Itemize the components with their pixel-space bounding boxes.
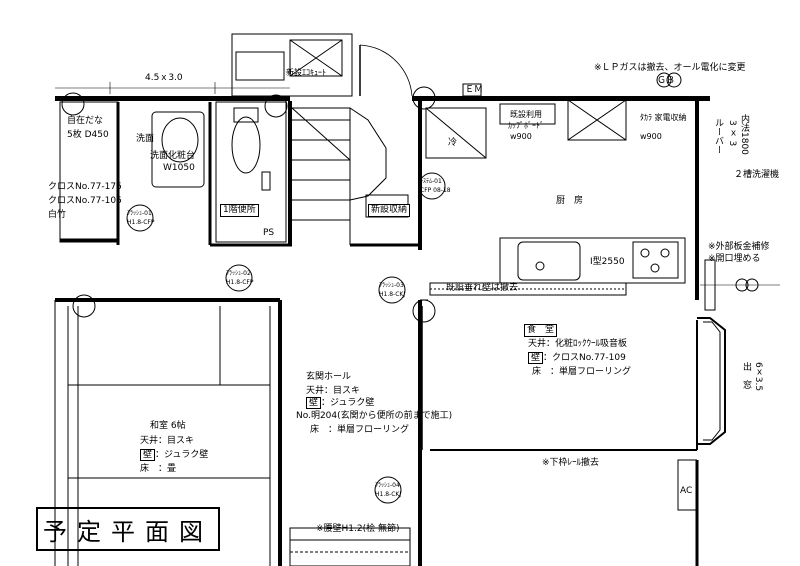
dining-wall-tag: 壁 bbox=[528, 352, 544, 364]
existing-cupboard-3: w900 bbox=[510, 132, 532, 141]
hall-floor: 床 ：単層フローリング bbox=[310, 425, 410, 435]
vanity-label: 洗面化粧台 bbox=[150, 151, 196, 161]
system-tag-01-a: ｼｽﾃﾑ-01 bbox=[420, 178, 442, 185]
ps-label: PS bbox=[263, 228, 275, 238]
vanity-width: W1050 bbox=[163, 163, 195, 173]
flush-tag-04-a: ﾌﾗｯｼｭ-04 bbox=[375, 482, 400, 489]
em-label: ＥＭ bbox=[465, 85, 484, 95]
opening-fill-note: ※開口埋める bbox=[708, 254, 761, 264]
waist-wall-note: ※腰壁H1.2(桧 無節) bbox=[316, 524, 400, 534]
hall-wall-row: 壁：ジュラク壁 bbox=[306, 397, 375, 409]
toilet-name: 1階便所 bbox=[220, 204, 259, 217]
system-tag-01-b: CFP 08-18 bbox=[420, 187, 451, 194]
bay-window-size: 6ｘ3.5 bbox=[753, 362, 763, 392]
gb-label: ＧＢ bbox=[657, 76, 676, 86]
closet-bamboo: 白竹 bbox=[48, 210, 67, 220]
new-storage-label: 新設収納 bbox=[368, 204, 411, 217]
washitsu-wall-tag: 壁 bbox=[140, 449, 156, 461]
washitsu-ceiling: 天井：目スキ bbox=[140, 436, 195, 446]
new-ecocute-label: 新設ｴｺｷｭｰﾄ bbox=[286, 68, 326, 77]
dining-floor: 床 ：単層フローリング bbox=[532, 367, 632, 377]
washer-label: ２槽洗濯機 bbox=[734, 170, 780, 180]
sink-label: I型2550 bbox=[590, 257, 625, 267]
dining-ceiling: 天井：化粧ﾛｯｸｳｰﾙ吸音板 bbox=[528, 339, 628, 349]
louver-label: ルーバー bbox=[713, 118, 723, 154]
ac-label: AC bbox=[680, 486, 693, 496]
hall-name: 玄関ホール bbox=[306, 372, 352, 382]
closet-cross-1: クロスNo.77-175 bbox=[48, 182, 122, 192]
kitchen-name: 厨 房 bbox=[556, 196, 584, 206]
closet-label-1: 自在だな bbox=[67, 116, 104, 126]
closet-cross-2: クロスNo.77-105 bbox=[48, 196, 122, 206]
dining-wall: ：クロスNo.77-109 bbox=[543, 353, 626, 363]
hall-note: No.明204(玄関から便所の前まで施工) bbox=[296, 411, 453, 421]
flush-tag-02-a: ﾌﾗｯｼｭ-02 bbox=[226, 270, 251, 277]
lpg-note: ※ＬＰガスは撤去、オール電化に変更 bbox=[594, 63, 746, 73]
fridge-label: 冷 bbox=[448, 138, 458, 148]
bay-window-label: 出 窓 bbox=[741, 362, 751, 389]
dimension-label: 4.5ｘ3.0 bbox=[145, 73, 183, 83]
louver-height: 内法1800 bbox=[739, 114, 749, 155]
dining-name: 食 堂 bbox=[524, 324, 558, 337]
hanging-wall-note: 既設垂れ壁は撤去 bbox=[446, 283, 519, 293]
hall-wall: ：ジュラク壁 bbox=[321, 398, 375, 408]
washitsu-name: 和室 6帖 bbox=[150, 421, 186, 431]
hall-ceiling: 天井：目スキ bbox=[306, 386, 361, 396]
washroom-name: 洗面 bbox=[136, 134, 155, 144]
dining-wall-row: 壁：クロスNo.77-109 bbox=[528, 352, 626, 364]
flush-tag-01-b: H1.8-CFP bbox=[127, 219, 155, 226]
flush-tag-04-b: H1.8-CKJ bbox=[375, 491, 402, 498]
flush-tag-01-a: ﾌﾗｯｼｭ-01 bbox=[127, 210, 152, 217]
drawing-title: 予定平面図 bbox=[36, 507, 220, 551]
existing-cupboard-2: ｶｯﾌﾟﾎﾞｰﾄﾞ bbox=[508, 121, 544, 130]
existing-cupboard-1: 既設利用 bbox=[510, 110, 542, 119]
flush-tag-03-a: ﾌﾗｯｼｭ-03 bbox=[379, 282, 404, 289]
lower-rail-note: ※下枠ﾚｰﾙ撤去 bbox=[542, 458, 600, 468]
washitsu-wall-row: 壁：ジュラク壁 bbox=[140, 449, 209, 461]
closet-label-2: 5枚 D450 bbox=[67, 130, 109, 140]
exterior-panel-note: ※外部板金補修 bbox=[708, 242, 770, 252]
flush-tag-02-b: H1.8-CFP bbox=[226, 279, 254, 286]
flush-tag-03-b: H1.8-CKJ bbox=[379, 291, 406, 298]
louver-size: 3 ｘ 3 bbox=[727, 120, 737, 147]
hall-wall-tag: 壁 bbox=[306, 397, 322, 409]
takara-cupboard-2: w900 bbox=[640, 132, 662, 141]
washitsu-wall: ：ジュラク壁 bbox=[155, 450, 209, 460]
washitsu-floor: 床 ：畳 bbox=[140, 464, 177, 474]
takara-cupboard-1: ﾀｶﾗ 家電収納 bbox=[640, 113, 687, 122]
